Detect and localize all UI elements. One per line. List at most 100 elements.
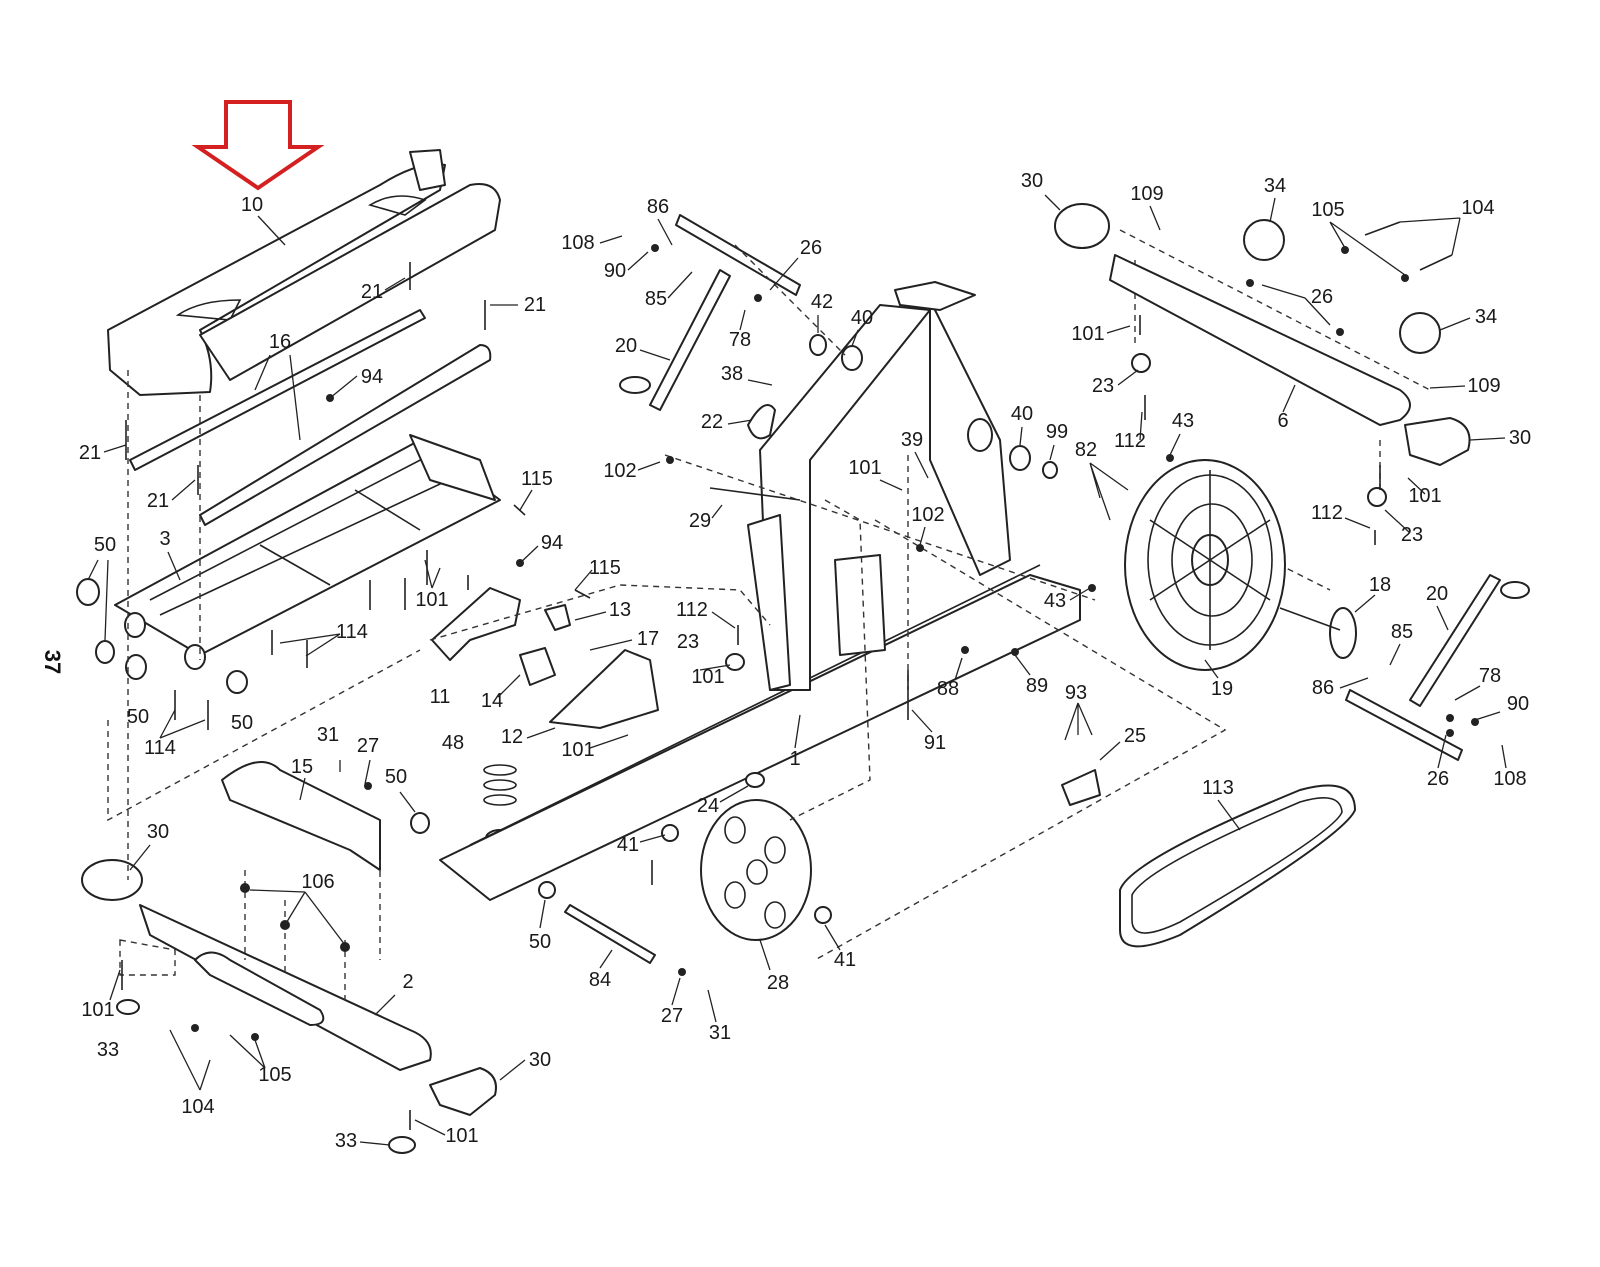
- part-label: 31: [317, 724, 339, 746]
- part-label: 94: [361, 366, 383, 388]
- part-label: 86: [1312, 677, 1334, 699]
- part-label: 21: [524, 294, 546, 316]
- part-label: 31: [709, 1022, 731, 1044]
- part-label: 109: [1130, 183, 1163, 205]
- part-10-cover: [107, 163, 446, 396]
- part-label: 104: [1461, 197, 1494, 219]
- part-label: 13: [609, 599, 631, 621]
- part-label: 101: [561, 739, 594, 761]
- part-label: 27: [357, 735, 379, 757]
- part-label: 22: [701, 411, 723, 433]
- part-label: 102: [603, 460, 636, 482]
- part-label: 106: [301, 871, 334, 893]
- page-number: 37: [40, 650, 65, 674]
- part-label: 86: [647, 196, 669, 218]
- part-label: 21: [79, 442, 101, 464]
- part-label: 27: [661, 1005, 683, 1027]
- part-label: 101: [1408, 485, 1441, 507]
- part-label: 101: [1071, 323, 1104, 345]
- part-label: 40: [851, 307, 873, 329]
- part-label: 23: [677, 631, 699, 653]
- part-label: 50: [529, 931, 551, 953]
- part-label: 34: [1475, 306, 1497, 328]
- part-label: 29: [689, 510, 711, 532]
- part-label: 113: [1202, 777, 1234, 799]
- part-label: 99: [1046, 421, 1068, 443]
- part-label: 21: [361, 281, 383, 303]
- part-label: 15: [291, 756, 313, 778]
- part-label: 20: [615, 335, 637, 357]
- part-label: 101: [415, 589, 448, 611]
- part-label: 25: [1124, 725, 1146, 747]
- part-label: 10: [241, 194, 263, 216]
- part-labels: 10 21 21 1 6 94 21 21 115 50 3 94 115 101…: [79, 170, 1531, 1152]
- part-label: 90: [604, 260, 626, 282]
- part-label: 101: [691, 666, 724, 688]
- part-label: 78: [1479, 665, 1501, 687]
- part-label: 115: [589, 557, 621, 579]
- part-label: 43: [1044, 590, 1066, 612]
- part-label: 30: [529, 1049, 551, 1071]
- part-label: 101: [848, 457, 881, 479]
- part-label: 89: [1026, 675, 1048, 697]
- part-label: 94: [541, 532, 563, 554]
- part-label: 24: [697, 795, 719, 817]
- part-label: 105: [1311, 199, 1344, 221]
- part-label: 38: [721, 363, 743, 385]
- part-label: 26: [1427, 768, 1449, 790]
- down-arrow-icon: [191, 100, 325, 191]
- part-label: 50: [127, 706, 149, 728]
- part-label: 18: [1369, 574, 1391, 596]
- part-label: 90: [1507, 693, 1529, 715]
- part-label: 34: [1264, 175, 1286, 197]
- part-label: 108: [1493, 768, 1526, 790]
- part-label: 20: [1426, 583, 1448, 605]
- part-label: 26: [1311, 286, 1333, 308]
- part-label: 101: [445, 1125, 478, 1147]
- part-label: 41: [617, 834, 639, 856]
- part-label: 6: [1277, 410, 1288, 432]
- part-label: 108: [561, 232, 594, 254]
- part-label: 2: [402, 971, 413, 993]
- part-label: 104: [181, 1096, 214, 1118]
- part-label: 50: [231, 712, 253, 734]
- leader-lines: [87, 194, 1507, 1146]
- part-label: 84: [589, 969, 611, 991]
- part-label: 101: [81, 999, 114, 1021]
- part-label: 91: [924, 732, 946, 754]
- part-label: 3: [159, 528, 170, 550]
- flywheel-assembly: [1054, 203, 1530, 948]
- part-label: 93: [1065, 682, 1087, 704]
- part-label: 33: [335, 1130, 357, 1152]
- part-label: 19: [1211, 678, 1233, 700]
- part-label: 17: [637, 628, 659, 650]
- part-label: 30: [147, 821, 169, 843]
- part-label: 14: [481, 690, 503, 712]
- part-label: 114: [336, 621, 368, 643]
- part-label: 88: [937, 678, 959, 700]
- part-label: 112: [1311, 502, 1343, 524]
- part-label: 112: [676, 599, 708, 621]
- part-label: 21: [147, 490, 169, 512]
- part-label: 85: [1391, 621, 1413, 643]
- part-label: 42: [811, 291, 833, 313]
- part-label: 33: [97, 1039, 119, 1061]
- part-label: 102: [911, 504, 944, 526]
- part-label: 50: [94, 534, 116, 556]
- part-label: 50: [385, 766, 407, 788]
- part-label: 114: [144, 737, 176, 759]
- part-label: 41: [834, 949, 856, 971]
- part-label: 12: [501, 726, 523, 748]
- handrail-assembly: [76, 149, 659, 1154]
- part-label: 82: [1075, 439, 1097, 461]
- part-label: 30: [1509, 427, 1531, 449]
- part-label: 48: [442, 732, 464, 754]
- part-label: 78: [729, 329, 751, 351]
- part-label: 115: [521, 468, 553, 490]
- part-label: 1: [789, 748, 800, 770]
- part-label: 112: [1114, 430, 1146, 452]
- hardware-fasteners: [121, 244, 1479, 1130]
- part-label: 39: [901, 429, 923, 451]
- part-label: 28: [767, 972, 789, 994]
- part-label: 105: [258, 1064, 291, 1086]
